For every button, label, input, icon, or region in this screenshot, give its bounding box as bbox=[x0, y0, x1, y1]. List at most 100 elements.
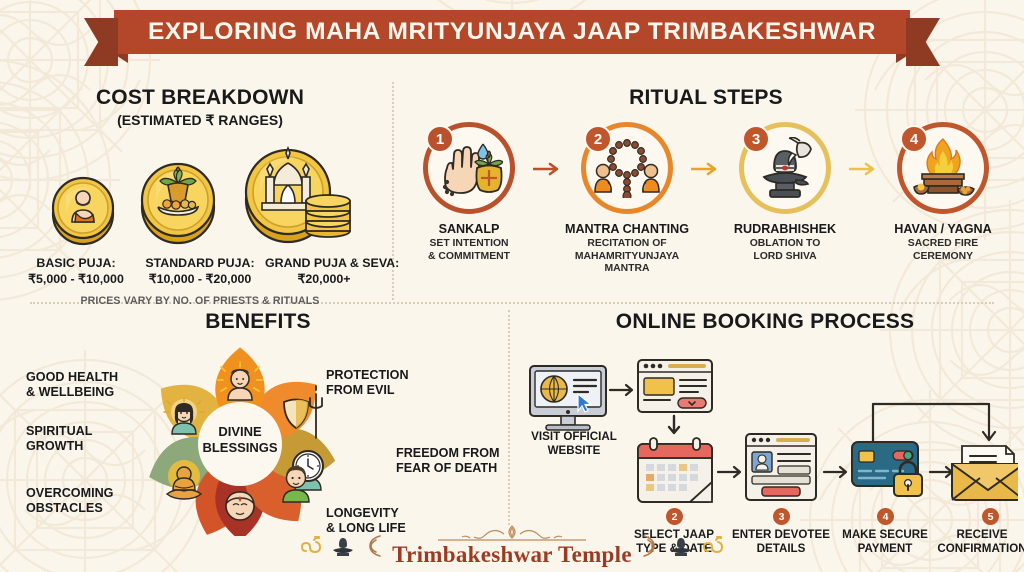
benefit-protection-line1: PROTECTION bbox=[326, 368, 409, 382]
ribbon-body: EXPLORING MAHA MRITYUNJAYA JAAP TRIMBAKE… bbox=[83, 10, 941, 66]
benefits-section: BENEFITS bbox=[8, 310, 508, 543]
ritual-step-3-name: RUDRABHISHEK bbox=[733, 222, 837, 236]
shivling-abhishek-icon bbox=[762, 137, 812, 198]
cost-tier-3: GRAND PUJA & SEVA: ₹20,000+ bbox=[265, 256, 400, 286]
desktop-globe-icon bbox=[529, 365, 607, 431]
coin-offerings-icon bbox=[140, 162, 216, 245]
benefits-center-label: DIVINE BLESSINGS bbox=[198, 424, 282, 455]
browser-window-icon bbox=[637, 359, 713, 413]
ritual-step-4: 4 HAVAN / YA bbox=[881, 122, 1005, 263]
ritual-arrow-1 bbox=[531, 162, 565, 176]
ritual-step-2-ring: 2 bbox=[581, 122, 673, 214]
mala-chanting-icon bbox=[594, 139, 660, 198]
benefits-section-title: BENEFITS bbox=[205, 310, 311, 333]
om-icon-right bbox=[702, 536, 724, 554]
cost-tier-2-amount: ₹10,000 - ₹20,000 bbox=[148, 272, 252, 286]
booking-process-section: ONLINE BOOKING PROCESS bbox=[512, 310, 1024, 555]
cost-tier-icon-1 bbox=[46, 169, 120, 247]
ritual-step-2-name: MANTRA CHANTING bbox=[564, 222, 690, 236]
cost-labels-row: BASIC PUJA: ₹5,000 - ₹10,000 STANDARD PU… bbox=[14, 256, 400, 286]
ritual-step-1: 1 SANKALP SET INTENTION bbox=[407, 122, 531, 263]
booking-step-2-line2: TYPE & DATE bbox=[636, 541, 712, 555]
booking-step-2-number: 2 bbox=[666, 508, 683, 525]
booking-section-title: ONLINE BOOKING PROCESS bbox=[615, 310, 915, 333]
divider-vertical-top bbox=[392, 82, 394, 300]
booking-step-3-number: 3 bbox=[773, 508, 790, 525]
booking-arrow-5 bbox=[928, 465, 954, 479]
cost-tier-2: STANDARD PUJA: ₹10,000 - ₹20,000 bbox=[141, 256, 259, 286]
benefit-spiritual-line1: SPIRITUAL bbox=[26, 424, 93, 438]
benefit-protection-line2: FROM EVIL bbox=[326, 383, 395, 398]
divider-vertical-bottom bbox=[508, 310, 510, 525]
flourish-ornament-right bbox=[643, 535, 655, 557]
ritual-step-2: 2 bbox=[565, 122, 689, 276]
booking-diagram: VISIT OFFICIAL WEBSITE 2 SELECT JAAP TYP… bbox=[512, 338, 1024, 555]
ritual-step-3-badge: 3 bbox=[742, 125, 770, 153]
om-icon bbox=[300, 536, 322, 554]
benefit-freedom-line2: FEAR OF DEATH bbox=[396, 461, 498, 476]
benefit-good-health-line2: & WELLBEING bbox=[26, 385, 115, 400]
coin-priest-icon bbox=[51, 176, 115, 246]
booking-arrow-1 bbox=[608, 383, 634, 397]
ritual-step-4-ring: 4 bbox=[897, 122, 989, 214]
ritual-step-4-name: HAVAN / YAGNA bbox=[894, 222, 992, 236]
benefit-spiritual-line2: GROWTH bbox=[26, 439, 84, 454]
booking-arrow-4 bbox=[822, 465, 848, 479]
credit-card-lock-icon bbox=[851, 441, 923, 497]
benefit-label-protection-from-evil: PROTECTION FROM EVIL bbox=[326, 368, 409, 398]
ritual-step-1-ring: 1 bbox=[423, 122, 515, 214]
benefit-label-good-health: GOOD HEALTH & WELLBEING bbox=[26, 370, 118, 400]
cost-section-subtitle: (ESTIMATED ₹ RANGES) bbox=[117, 112, 283, 128]
cost-tier-icon-2 bbox=[134, 155, 222, 247]
ritual-step-3-ring: 3 bbox=[739, 122, 831, 214]
serene-monk-icon bbox=[225, 491, 255, 521]
cost-tier-1-amount: ₹5,000 - ₹10,000 bbox=[28, 272, 124, 286]
ritual-step-3: 3 RUDRABHISHEK OBLATION bbox=[723, 122, 847, 263]
cost-tier-3-name: GRAND PUJA & SEVA: bbox=[265, 256, 400, 270]
form-profile-icon bbox=[745, 433, 817, 501]
shivling-icon bbox=[333, 538, 353, 556]
booking-arrow-3 bbox=[716, 465, 742, 479]
benefit-longevity-line2: & LONG LIFE bbox=[326, 521, 406, 536]
cost-tier-icon-3 bbox=[236, 143, 354, 247]
booking-step-1-label: VISIT OFFICIAL WEBSITE bbox=[518, 430, 630, 458]
ritual-step-1-name: SANKALP bbox=[438, 222, 500, 236]
benefit-label-overcoming-obstacles: OVERCOMING OBSTACLES bbox=[26, 486, 113, 516]
cost-tier-3-amount: ₹20,000+ bbox=[297, 272, 351, 286]
ritual-steps-section: RITUAL STEPS 1 bbox=[400, 86, 1012, 276]
cost-section-title: COST BREAKDOWN bbox=[95, 86, 305, 109]
cost-tier-1-name: BASIC PUJA: bbox=[36, 256, 116, 270]
benefit-label-spiritual-growth: SPIRITUAL GROWTH bbox=[26, 424, 92, 454]
benefits-center-line2: BLESSINGS bbox=[202, 439, 278, 455]
ritual-step-2-badge: 2 bbox=[584, 125, 612, 153]
ritual-arrow-3 bbox=[847, 162, 881, 176]
ribbon-tail-right bbox=[906, 18, 941, 66]
radiant-man-icon bbox=[217, 361, 263, 401]
benefit-label-freedom-fear-death: FREEDOM FROM FEAR OF DEATH bbox=[396, 446, 500, 476]
hand-kalash-icon bbox=[442, 143, 503, 197]
ritual-steps-row: 1 SANKALP SET INTENTION bbox=[400, 122, 1012, 276]
booking-step-2-label: SELECT JAAP TYPE & DATE bbox=[618, 510, 730, 556]
shield-trident-icon bbox=[283, 385, 323, 439]
benefits-center-disc bbox=[198, 402, 282, 486]
ritual-step-1-badge: 1 bbox=[426, 125, 454, 153]
cost-tier-2-name: STANDARD PUJA: bbox=[145, 256, 255, 270]
booking-feedback-arrow bbox=[871, 402, 997, 444]
benefit-longevity-line1: LONGEVITY bbox=[326, 506, 399, 520]
meditating-monk-icon bbox=[165, 460, 203, 500]
young-man-icon bbox=[282, 466, 310, 503]
header-ribbon: EXPLORING MAHA MRITYUNJAYA JAAP TRIMBAKE… bbox=[0, 10, 1024, 68]
benefits-center-line1: DIVINE bbox=[218, 424, 262, 439]
cost-coins-row bbox=[14, 143, 386, 247]
calendar-icon bbox=[637, 437, 713, 503]
cost-breakdown-section: COST BREAKDOWN (ESTIMATED ₹ RANGES) bbox=[14, 86, 400, 307]
benefits-flower: DIVINE BLESSINGS GOOD HEALTH & WELLBEING… bbox=[8, 340, 508, 543]
booking-arrow-2 bbox=[667, 414, 681, 435]
benefit-overcoming-line1: OVERCOMING bbox=[26, 486, 114, 500]
ritual-section-title: RITUAL STEPS bbox=[629, 86, 783, 109]
benefit-label-longevity: LONGEVITY & LONG LIFE bbox=[326, 506, 406, 536]
divider-horizontal bbox=[30, 302, 994, 304]
